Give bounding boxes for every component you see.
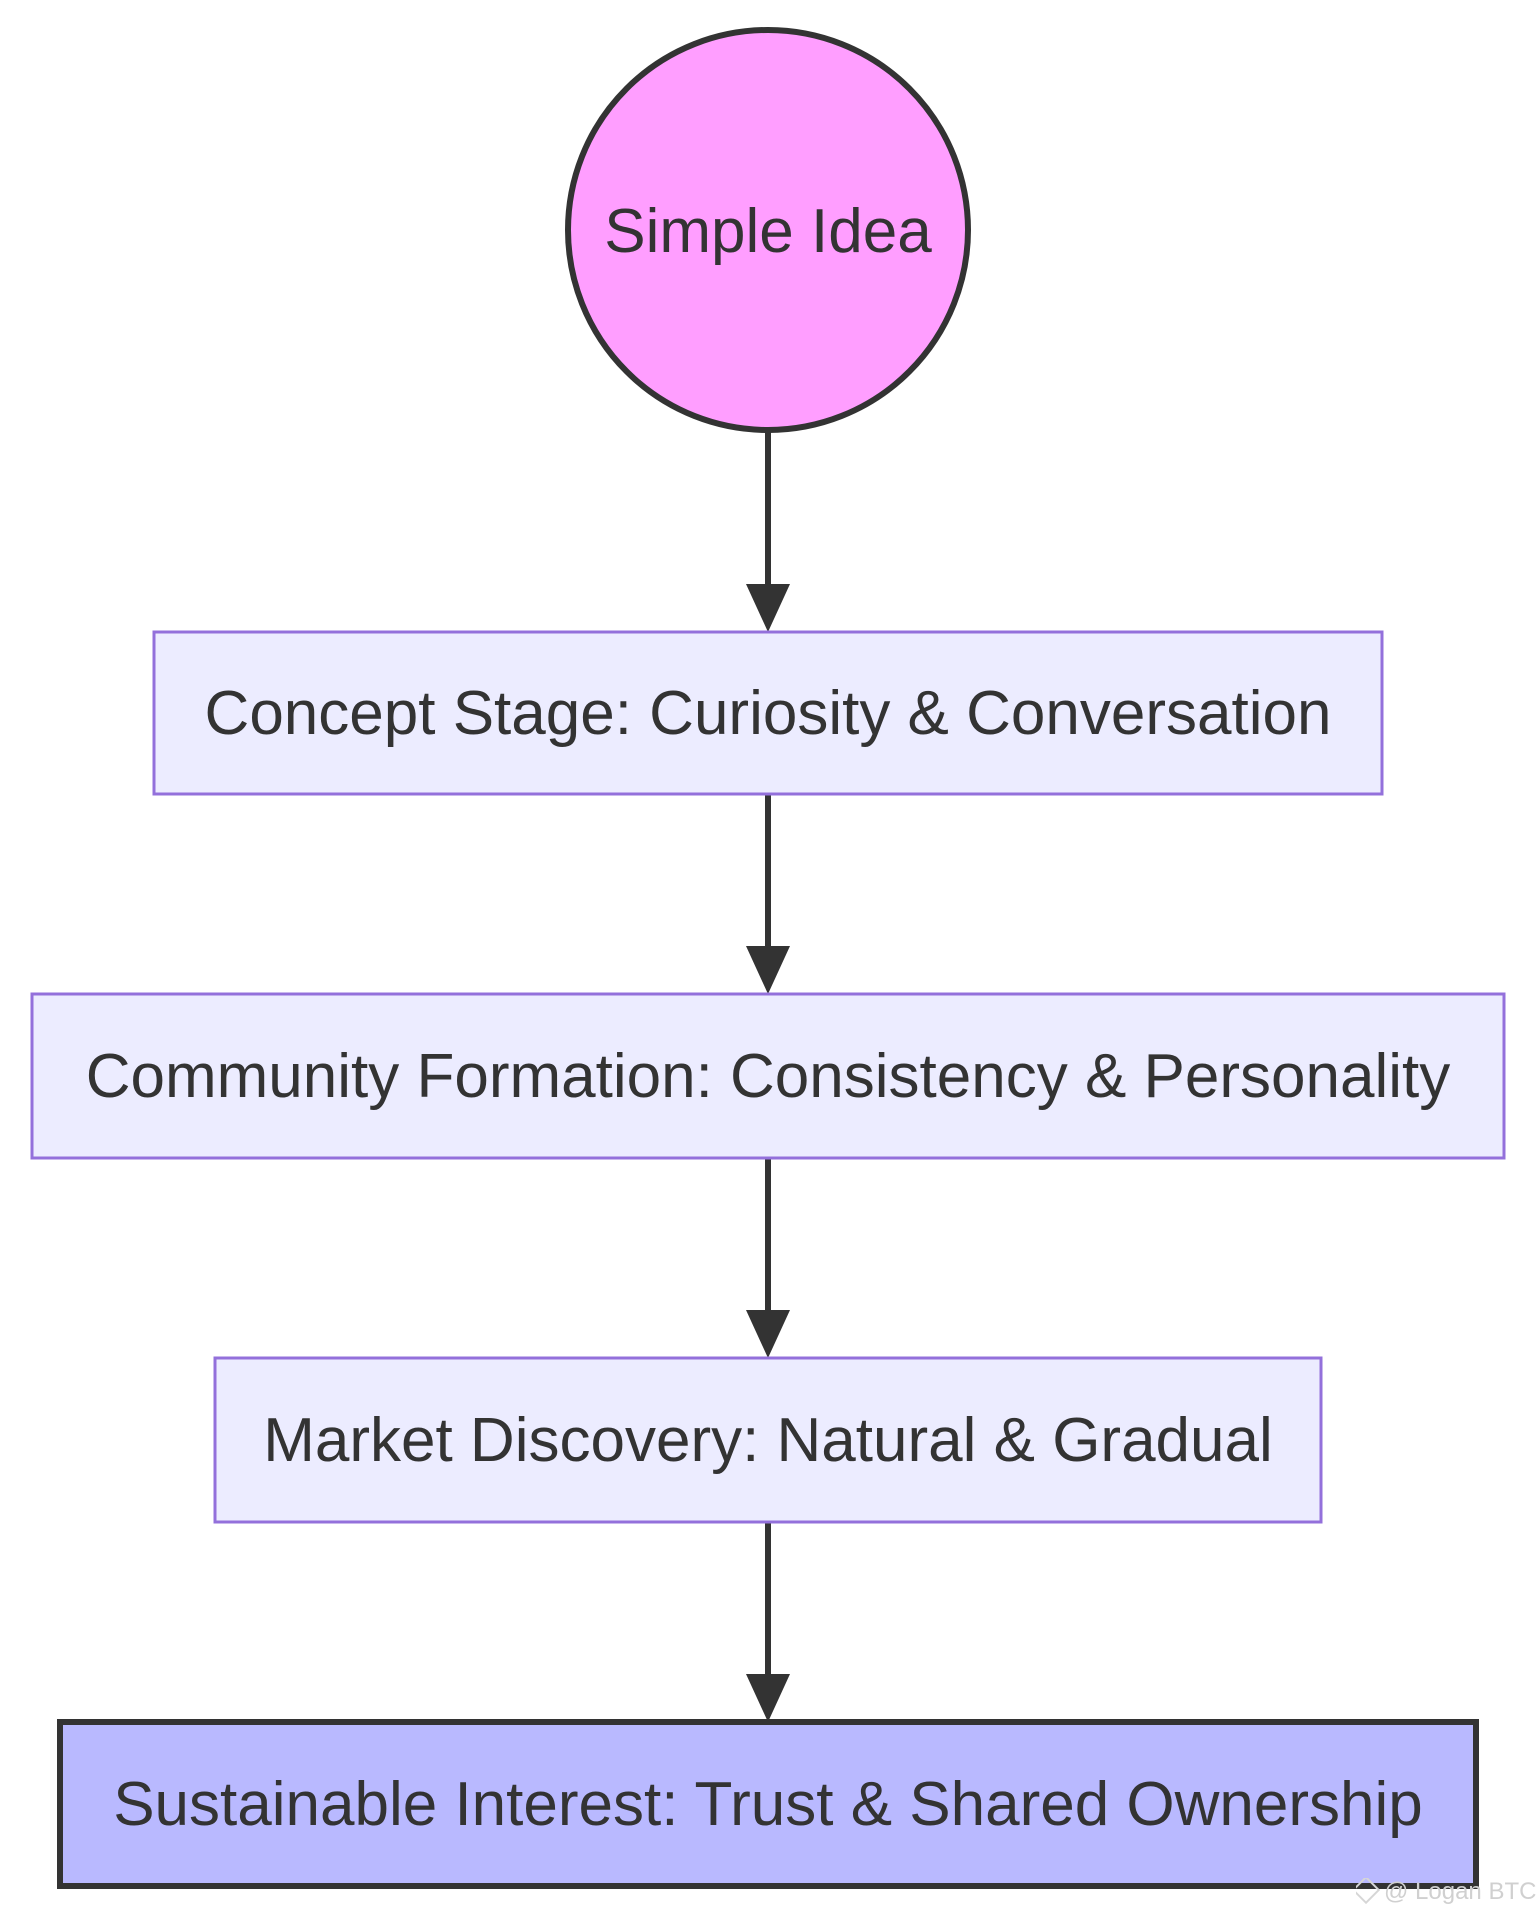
arrowhead-icon — [746, 1674, 790, 1722]
diamond-logo-icon — [1356, 1878, 1381, 1905]
node-concept-stage[interactable]: Concept Stage: Curiosity & Conversation — [152, 630, 1384, 796]
node-simple-idea-label: Simple Idea — [604, 197, 932, 266]
node-concept-stage-label: Concept Stage: Curiosity & Conversation — [205, 679, 1332, 748]
node-simple-idea-shape — [565, 27, 971, 433]
node-sustainable-interest-label: Sustainable Interest: Trust & Shared Own… — [113, 1770, 1423, 1839]
node-sustainable-interest[interactable]: Sustainable Interest: Trust & Shared Own… — [57, 1719, 1479, 1889]
node-concept-stage-shape — [152, 630, 1384, 796]
node-community-formation-label: Community Formation: Consistency & Perso… — [86, 1042, 1450, 1111]
arrowhead-icon — [746, 584, 790, 632]
watermark: @ Logan BTC — [1356, 1878, 1536, 1906]
node-market-discovery-label: Market Discovery: Natural & Gradual — [263, 1406, 1273, 1475]
arrowhead-icon — [746, 1310, 790, 1358]
node-sustainable-interest-shape — [57, 1719, 1479, 1889]
watermark-text: @ Logan BTC — [1384, 1878, 1536, 1905]
edges-group — [746, 430, 790, 1722]
node-simple-idea[interactable]: Simple Idea — [565, 27, 971, 433]
node-community-formation-shape — [30, 992, 1506, 1160]
node-community-formation[interactable]: Community Formation: Consistency & Perso… — [30, 992, 1506, 1160]
node-market-discovery[interactable]: Market Discovery: Natural & Gradual — [213, 1356, 1323, 1524]
node-market-discovery-shape — [213, 1356, 1323, 1524]
arrowhead-icon — [746, 946, 790, 994]
